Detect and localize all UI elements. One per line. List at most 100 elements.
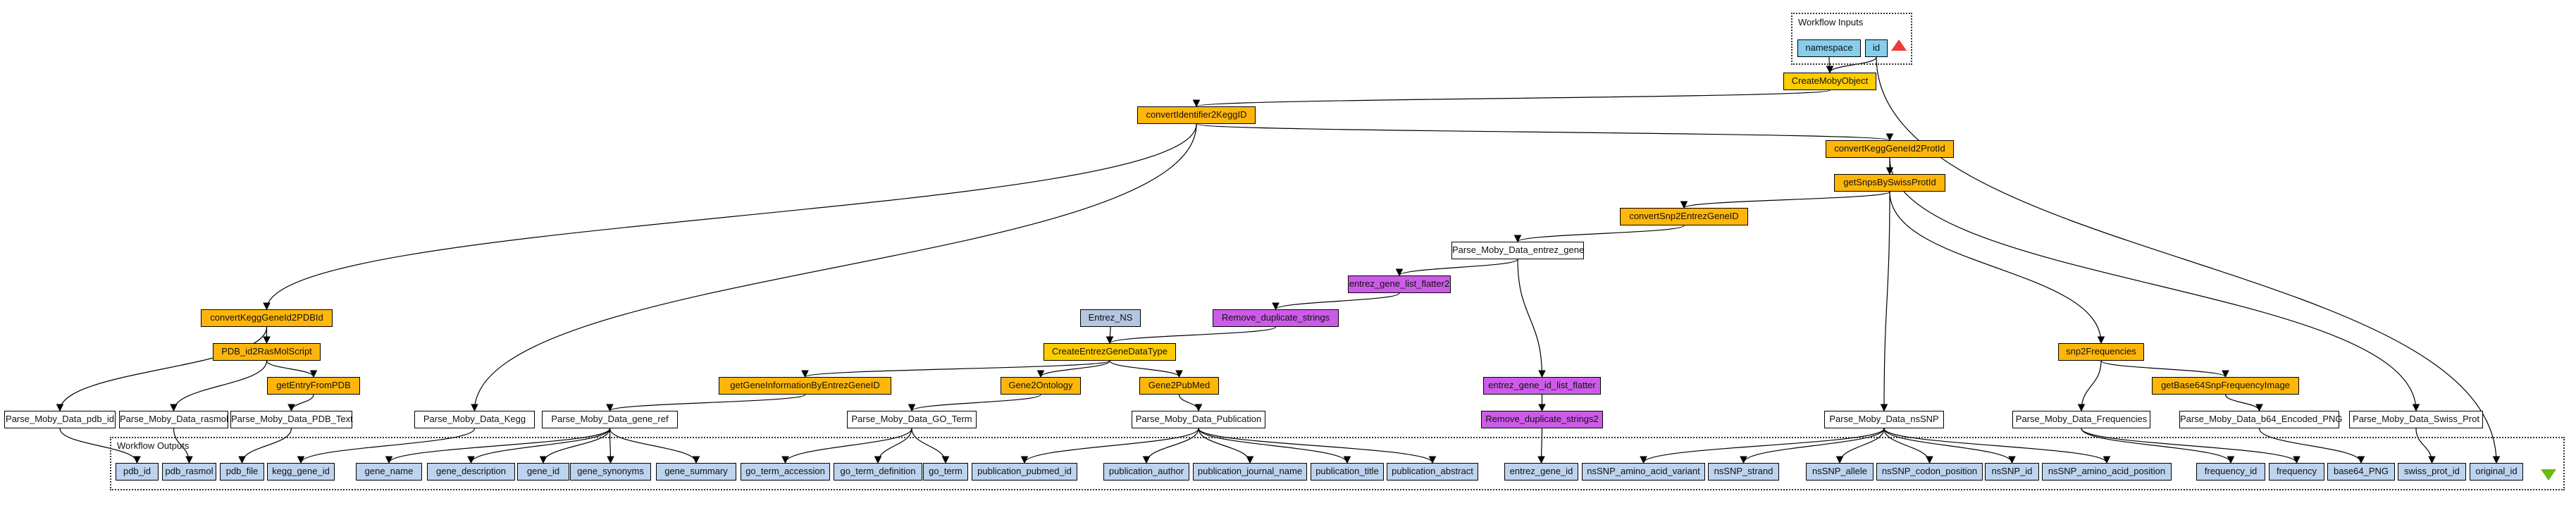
processor-createentrezgenedatatype[interactable]: CreateEntrezGeneDataType [1044, 343, 1176, 361]
edge-parse_moby_data_nssnp-to-nssnp_allele [1835, 428, 1885, 464]
processor-parse-moby-data-go-term[interactable]: Parse_Moby_Data_GO_Term [847, 411, 977, 428]
workflow-output-publication-journal-name[interactable]: publication_journal_name [1193, 463, 1307, 481]
edge-convertsnp2entrezgeneid-to-parse_moby_data_entrez_gene [1513, 225, 1685, 243]
workflow-output-go-term[interactable]: go_term [923, 463, 968, 481]
processor-parse-moby-data-swiss-prot[interactable]: Parse_Moby_Data_Swiss_Prot [2349, 411, 2483, 428]
workflow-outputs-cluster: Workflow Outputs [110, 437, 2565, 490]
workflow-output-gene-id[interactable]: gene_id [517, 463, 569, 481]
edge-parse_moby_data_rasmol-to-pdb_rasmol [173, 428, 193, 464]
processor-entrez-gene-id-list-flatter[interactable]: entrez_gene_id_list_flatter [1483, 377, 1601, 395]
edge-gene2ontology-to-parse_moby_data_go_term [908, 394, 1041, 412]
processor-createmobyobject[interactable]: CreateMobyObject [1783, 73, 1876, 90]
workflow-input-namespace[interactable]: namespace [1797, 39, 1861, 57]
workflow-output-base64-png[interactable]: base64_PNG [2327, 463, 2395, 481]
edge-createentrezgenedatatype-to-getgeneinformationbyentrezgeneid [801, 360, 1110, 378]
processor-convertkegggeneid2protid[interactable]: convertKeggGeneId2ProtId [1826, 140, 1954, 158]
workflow-output-pdb-id[interactable]: pdb_id [116, 463, 159, 481]
processor-getbase64snpfrequencyimage[interactable]: getBase64SnpFrequencyImage [2152, 377, 2299, 395]
processor-parse-moby-data-rasmol[interactable]: Parse_Moby_Data_rasmol [119, 411, 228, 428]
edge-parse_moby_data_gene_ref-to-gene_id [539, 428, 611, 464]
workflow-output-frequency-id[interactable]: frequency_id [2196, 463, 2265, 481]
processor-remove-duplicate-strings2[interactable]: Remove_duplicate_strings2 [1481, 411, 1603, 428]
workflow-output-gene-synonyms[interactable]: gene_synonyms [570, 463, 651, 481]
edge-createmobyobject-to-convertidentifier2keggid [1193, 89, 1831, 108]
edge-parse_moby_data_nssnp-to-nssnp_codon_position [1883, 428, 1933, 464]
processor-convertkegggeneid2pdbid[interactable]: convertKeggGeneId2PDBId [201, 309, 333, 327]
workflow-output-publication-title[interactable]: publication_title [1311, 463, 1384, 481]
processor-parse-moby-data-frequencies[interactable]: Parse_Moby_Data_Frequencies [2012, 411, 2150, 428]
processor-getsnpsbyswissprotid[interactable]: getSnpsBySwissProtId [1834, 174, 1945, 192]
edge-parse_moby_data_swiss_prot-to-swiss_prot_id [2415, 428, 2436, 464]
workflow-output-nssnp-codon-position[interactable]: nsSNP_codon_position [1876, 463, 1983, 481]
edge-convertkegggeneid2protid-to-parse_moby_data_swiss_prot [1889, 157, 2420, 412]
processor-parse-moby-data-entrez-gene[interactable]: Parse_Moby_Data_entrez_gene [1451, 242, 1584, 259]
processor-gene2ontology[interactable]: Gene2Ontology [1001, 377, 1081, 395]
edge-parse_moby_data_pdb_id-to-pdb_id [59, 428, 141, 464]
processor-getentryfrompdb[interactable]: getEntryFromPDB [267, 377, 360, 395]
processor-parse-moby-data-pdb-id[interactable]: Parse_Moby_Data_pdb_id [4, 411, 116, 428]
edge-remove_duplicate_strings-to-createentrezgenedatatype [1106, 326, 1277, 345]
processor-gene2pubmed[interactable]: Gene2PubMed [1139, 377, 1219, 395]
processor-parse-moby-data-gene-ref[interactable]: Parse_Moby_Data_gene_ref [542, 411, 678, 428]
workflow-output-go-term-definition[interactable]: go_term_definition [834, 463, 922, 481]
workflow-output-nssnp-amino-acid-position[interactable]: nsSNP_amino_acid_position [2042, 463, 2172, 481]
processor-pdb-id2rasmolscript[interactable]: PDB_id2RasMolScript [213, 343, 321, 361]
workflow-output-original-id[interactable]: original_id [2470, 463, 2523, 481]
processor-parse-moby-data-nssnp[interactable]: Parse_Moby_Data_nsSNP [1824, 411, 1944, 428]
processor-parse-moby-data-publication[interactable]: Parse_Moby_Data_Publication [1132, 411, 1265, 428]
edge-pdb_id2rasmolscript-to-parse_moby_data_rasmol [170, 360, 268, 412]
edge-convertidentifier2keggid-to-convertkegggeneid2protid [1196, 123, 1893, 142]
workflow-input-id[interactable]: id [1865, 39, 1888, 57]
processor-remove-duplicate-strings[interactable]: Remove_duplicate_strings [1213, 309, 1339, 327]
edge-parse_moby_data_b64_encoded_png-to-base64_png [2258, 428, 2365, 464]
edge-convertkegggeneid2pdbid-to-parse_moby_data_pdb_id [56, 326, 268, 412]
edge-parse_moby_data_nssnp-to-nssnp_strand [1740, 428, 1885, 464]
processor-parse-moby-data-pdb-text[interactable]: Parse_Moby_Data_PDB_Text [230, 411, 353, 428]
workflow-inputs-marker-icon [1891, 39, 1907, 51]
processor-parse-moby-data-kegg[interactable]: Parse_Moby_Data_Kegg [414, 411, 535, 428]
workflow-inputs-cluster: Workflow Inputs [1791, 13, 1912, 65]
edge-convertidentifier2keggid-to-parse_moby_data_kegg [471, 123, 1197, 412]
edge-gene2pubmed-to-parse_moby_data_publication [1178, 394, 1203, 412]
edge-parse_moby_data_gene_ref-to-gene_description [467, 428, 611, 464]
processor-getgeneinformationbyentrezgeneid[interactable]: getGeneInformationByEntrezGeneID [719, 377, 891, 395]
workflow-output-nssnp-allele[interactable]: nsSNP_allele [1806, 463, 1874, 481]
workflow-output-publication-abstract[interactable]: publication_abstract [1387, 463, 1478, 481]
workflow-output-gene-name[interactable]: gene_name [356, 463, 422, 481]
edge-parse_moby_data_entrez_gene-to-entrez_gene_list_flatter2 [1395, 259, 1518, 277]
workflow-outputs-marker-icon [2541, 469, 2556, 481]
edge-parse_moby_data_go_term-to-go_term_accession [781, 428, 912, 464]
edge-parse_moby_data_nssnp-to-nssnp_id [1883, 428, 2016, 464]
processor-entrez-gene-list-flatter2[interactable]: entrez_gene_list_flatter2 [1348, 275, 1451, 293]
edge-getsnpsbyswissprotid-to-parse_moby_data_nssnp [1880, 191, 1890, 412]
workflow-inputs-label: Workflow Inputs [1798, 17, 1864, 27]
workflow-output-entrez-gene-id[interactable]: entrez_gene_id [1504, 463, 1578, 481]
workflow-outputs-label: Workflow Outputs [117, 440, 190, 451]
workflow-output-publication-pubmed-id[interactable]: publication_pubmed_id [972, 463, 1077, 481]
edge-createentrezgenedatatype-to-gene2ontology [1036, 360, 1110, 378]
processor-entrez-ns[interactable]: Entrez_NS [1080, 309, 1141, 327]
workflow-output-publication-author[interactable]: publication_author [1103, 463, 1189, 481]
workflow-output-swiss-prot-id[interactable]: swiss_prot_id [2398, 463, 2466, 481]
workflow-output-pdb-file[interactable]: pdb_file [220, 463, 264, 481]
edge-parse_moby_data_publication-to-publication_author [1142, 428, 1199, 464]
processor-snp2frequencies[interactable]: snp2Frequencies [2058, 343, 2144, 361]
workflow-output-pdb-rasmol[interactable]: pdb_rasmol [162, 463, 216, 481]
workflow-output-nssnp-id[interactable]: nsSNP_id [1985, 463, 2039, 481]
workflow-output-go-term-accession[interactable]: go_term_accession [741, 463, 830, 481]
workflow-output-nssnp-strand[interactable]: nsSNP_strand [1708, 463, 1779, 481]
edge-parse_moby_data_publication-to-publication_journal_name [1198, 428, 1254, 464]
workflow-output-nssnp-amino-acid-variant[interactable]: nsSNP_amino_acid_variant [1582, 463, 1705, 481]
workflow-output-gene-description[interactable]: gene_description [427, 463, 515, 481]
edge-getsnpsbyswissprotid-to-convertsnp2entrezgeneid [1680, 191, 1890, 209]
workflow-output-gene-summary[interactable]: gene_summary [656, 463, 736, 481]
processor-convertidentifier2keggid[interactable]: convertIdentifier2KeggID [1137, 106, 1256, 124]
workflow-output-kegg-gene-id[interactable]: kegg_gene_id [267, 463, 335, 481]
processor-convertsnp2entrezgeneid[interactable]: convertSnp2EntrezGeneID [1620, 208, 1748, 225]
processor-parse-moby-data-b64-encoded-png[interactable]: Parse_Moby_Data_b64_Encoded_PNG [2179, 411, 2343, 428]
edge-parse_moby_data_frequencies-to-frequency [2081, 428, 2301, 464]
edge-createentrezgenedatatype-to-gene2pubmed [1109, 360, 1183, 378]
workflow-output-frequency[interactable]: frequency [2269, 463, 2324, 481]
edge-parse_moby_data_publication-to-publication_abstract [1198, 428, 1437, 464]
edge-id-to-createmobyobject [1826, 56, 1877, 74]
